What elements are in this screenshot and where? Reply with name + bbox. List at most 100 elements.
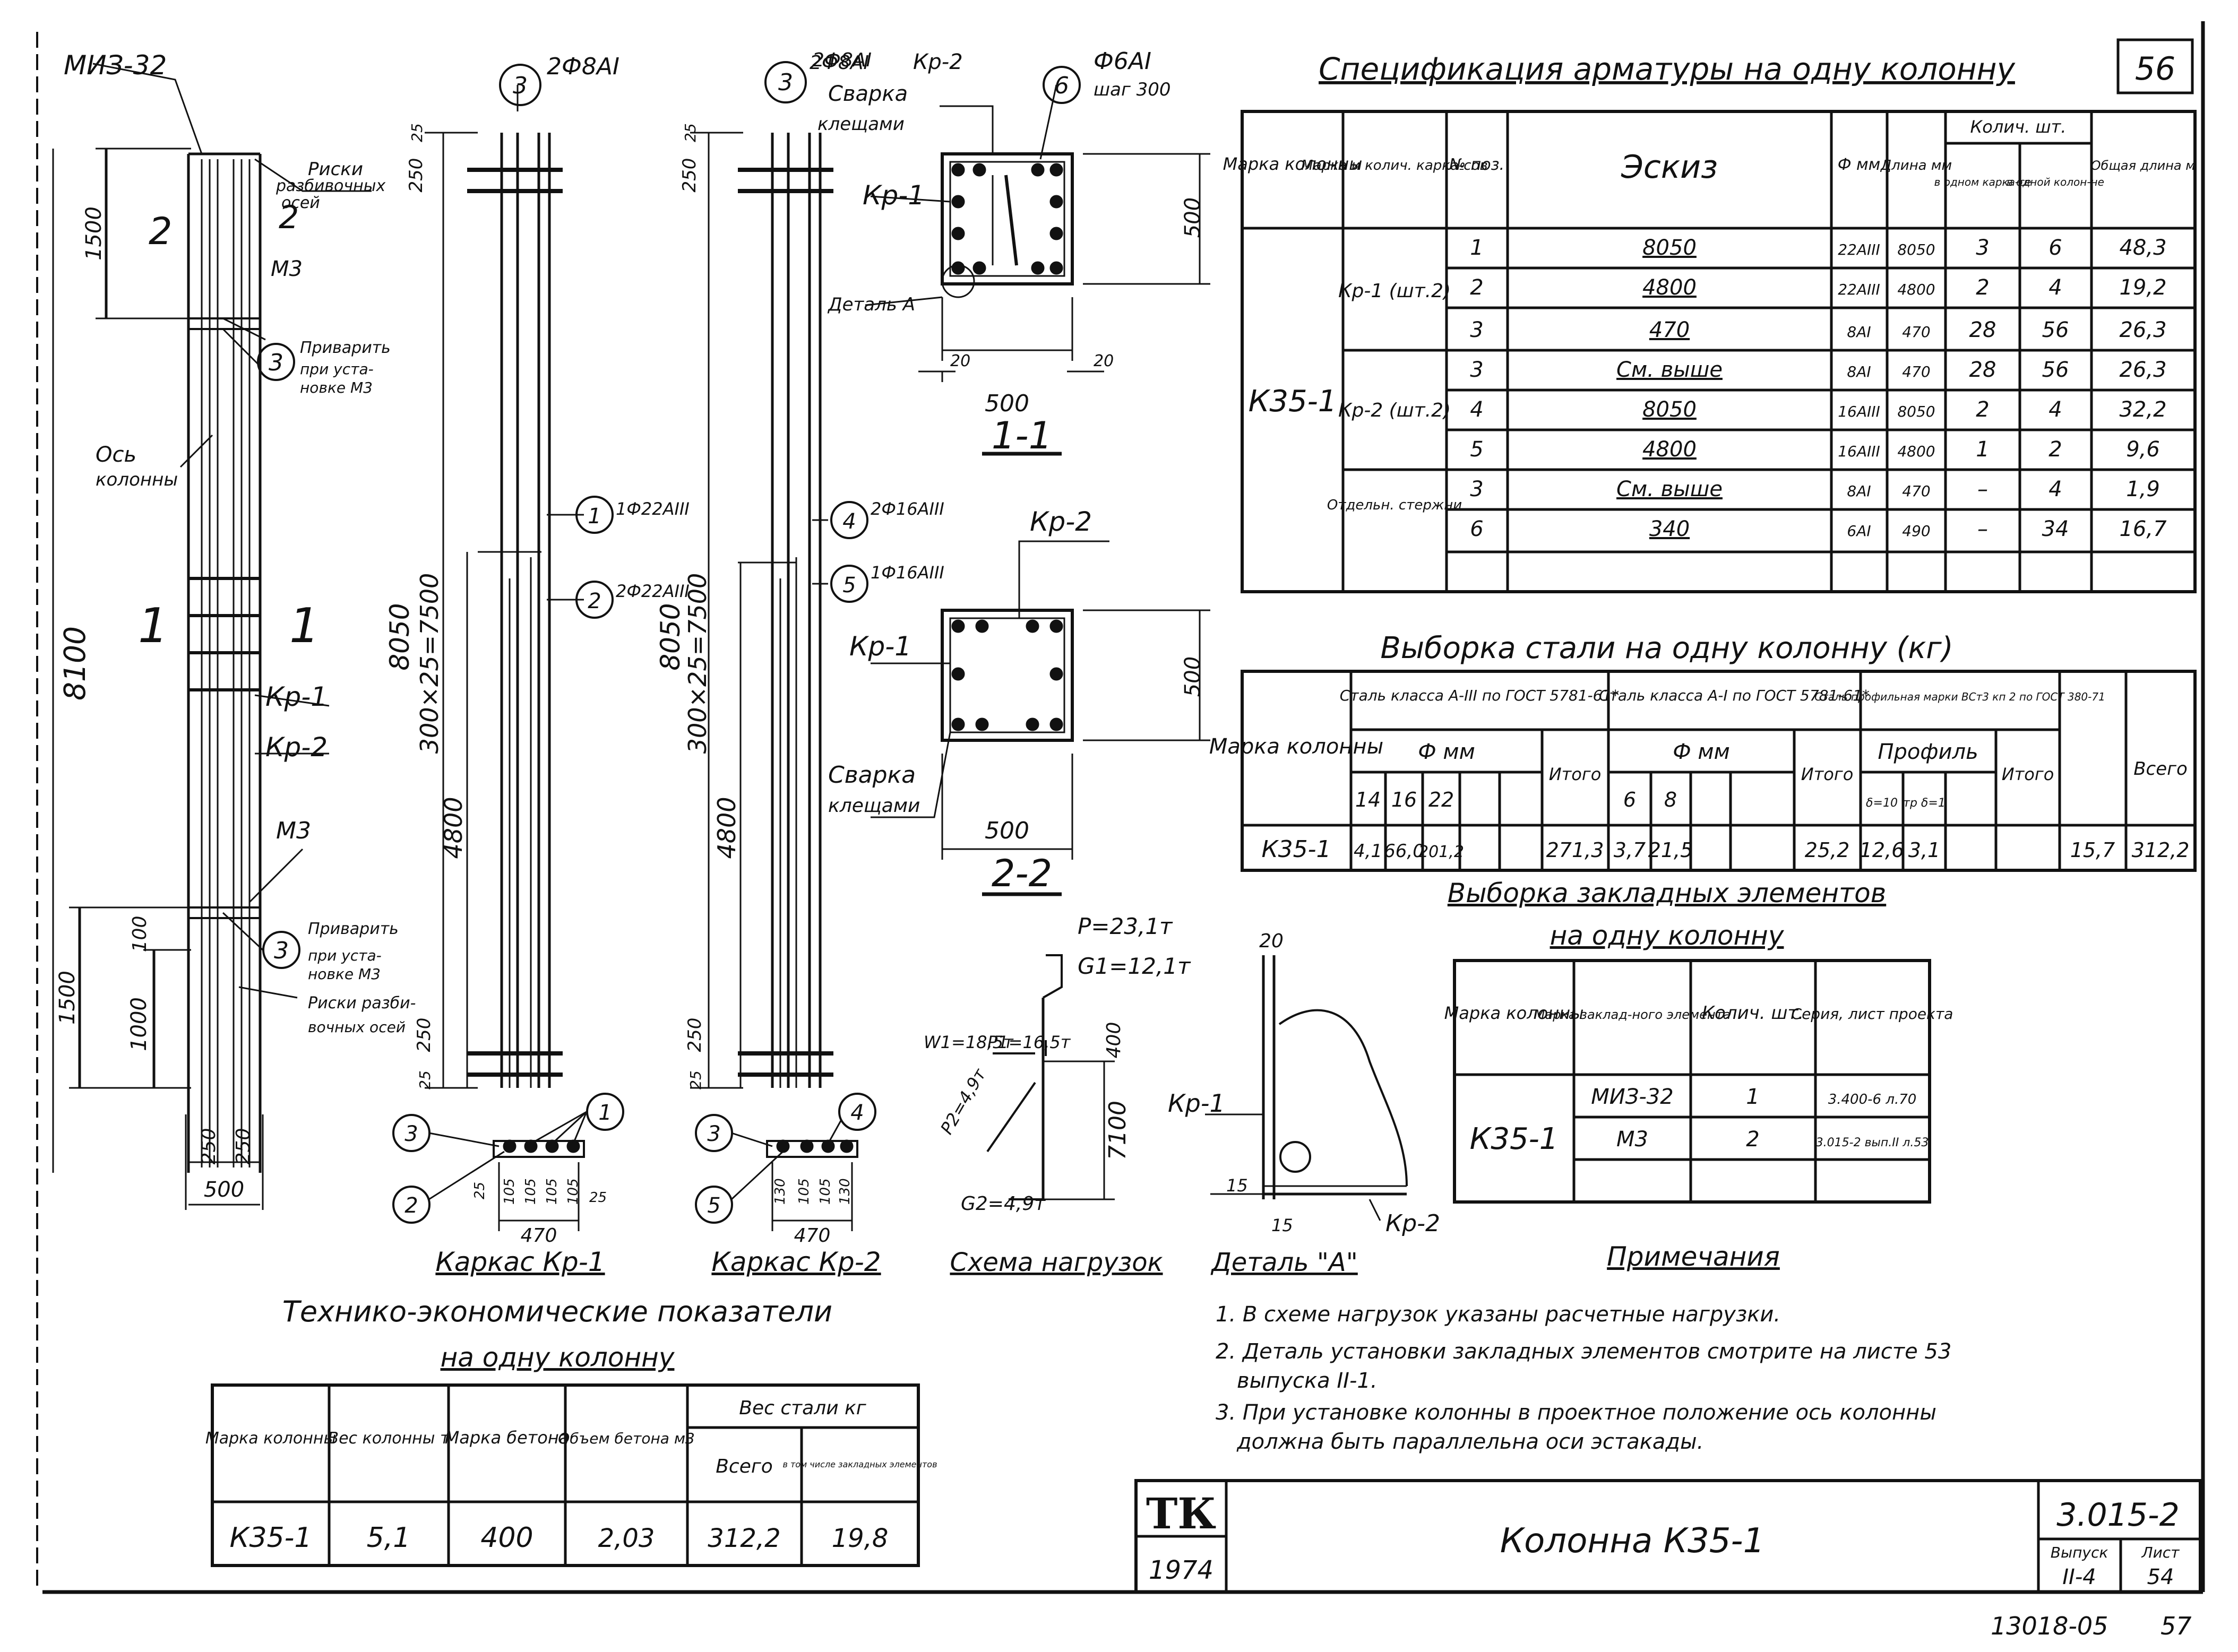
spec-cell-pos: 3 <box>1470 318 1483 342</box>
note-2: 2. Деталь установки закладных элементов … <box>1216 1339 1951 1364</box>
tep-h-volume: Объем бетона м3 <box>558 1430 695 1447</box>
weld-bottom-3: новке М3 <box>308 965 381 983</box>
section-1-1 <box>865 66 1210 456</box>
tep-row-concrete: 400 <box>480 1522 533 1554</box>
spec-cell-qc: 2 <box>1976 397 1989 422</box>
notes-title: Примечания <box>1607 1241 1780 1272</box>
load-dim-400: 400 <box>1103 1022 1125 1059</box>
steel-table-grid <box>1241 670 2197 872</box>
weld-top-1: Приварить <box>300 339 391 357</box>
kr2-top-rebar: 2Ф8АI <box>812 49 872 71</box>
steel-h-prof: Сталь профильная марки ВСт3 кп 2 по ГОСТ… <box>1814 690 2105 703</box>
kr1-bot-c3: 3 <box>404 1122 418 1146</box>
steel-a3-d1: 16 <box>1391 788 1417 811</box>
kr2-rebar-4: 2Ф16АIII <box>871 499 944 519</box>
spec-h-mark: Марка колонны <box>1223 154 1363 174</box>
kr1-title: Каркас Кр-1 <box>435 1247 605 1277</box>
steel-a3-d2: 22 <box>1428 788 1454 811</box>
weld-bottom-1: Приварить <box>308 920 399 938</box>
cage-kr2 <box>690 61 876 1231</box>
kr1-bd-4: 105 <box>565 1178 581 1205</box>
spec-h-qty-col: в одной колон-не <box>2007 176 2104 188</box>
spec-cell-pos: 3 <box>1470 477 1483 501</box>
embed-r1-series: 3.015-2 вып.II л.53 <box>1816 1136 1929 1149</box>
kr2-callout-5: 5 <box>842 573 856 598</box>
s11-weld-2: клещами <box>817 114 905 135</box>
spec-h-sketch: Эскиз <box>1621 149 1718 186</box>
spec-cell-qn: 34 <box>2042 517 2069 541</box>
s22-weld-1: Сварка <box>828 762 916 789</box>
spec-cell-dia: 22АIII <box>1838 241 1880 258</box>
steel-h-itogo: Итого <box>1549 764 1602 784</box>
steel-row-prof-0: 12,6 <box>1860 838 1905 862</box>
kr2-bot-c4: 4 <box>850 1101 864 1125</box>
spec-cell-dia: 8АI <box>1847 482 1871 500</box>
embed-r0-series: 3.400-6 л.70 <box>1828 1092 1917 1108</box>
kr2-left: Кр-2 <box>265 732 328 763</box>
tep-row-mark: К35-1 <box>230 1522 312 1554</box>
detA-15b: 15 <box>1271 1215 1293 1235</box>
spec-cell-pos: 2 <box>1470 275 1483 300</box>
dim-100: 100 <box>129 916 151 953</box>
axis-label-2: колонны <box>96 469 178 490</box>
section-mark-2b: 2 <box>279 199 299 236</box>
kr2-bd-0: 130 <box>772 1178 788 1205</box>
spec-cell-qn: 4 <box>2048 397 2062 422</box>
s11-kr1: Кр-1 <box>863 180 925 211</box>
kr1-left: Кр-1 <box>265 681 328 712</box>
risk-bottom-1: Риски разби- <box>308 994 416 1013</box>
spec-cell-sketch: 470 <box>1649 318 1690 342</box>
kr1-bd-3: 105 <box>544 1178 560 1205</box>
tb-sheet-label: Лист <box>2141 1544 2180 1561</box>
steel-h-a3: Сталь класса А-III по ГОСТ 5781-61* <box>1340 687 1620 704</box>
embed-r1-qty: 2 <box>1746 1127 1759 1152</box>
dim-500-left: 500 <box>204 1178 244 1202</box>
embed-h-qty: Колич. шт. <box>1702 1002 1804 1024</box>
steel-prof-d1: тр δ=1 <box>1903 797 1946 810</box>
steel-h-itogo3: Итого <box>2002 764 2054 784</box>
kr1-bd-1: 105 <box>502 1178 518 1205</box>
spec-cell-dia: 16АIII <box>1838 403 1880 420</box>
kr2-bot-c5: 5 <box>707 1193 720 1218</box>
tep-title-2: на одну колонну <box>441 1342 675 1373</box>
weld-top-3: новке М3 <box>300 379 373 396</box>
spec-cell-pos: 6 <box>1470 517 1483 541</box>
s11-title: 1-1 <box>992 414 1052 457</box>
spec-cell-total: 26,3 <box>2119 358 2166 382</box>
embed-h-mark: Марка колонны <box>1444 1003 1584 1023</box>
tep-title-1: Технико-экономические показатели <box>282 1295 832 1328</box>
load-p2: P2=4,9т <box>936 1065 991 1138</box>
tep-h-incl: в том числе закладных элементов <box>782 1459 937 1469</box>
spec-h-pos: № поз. <box>1448 155 1504 174</box>
kr2-dim-250-bot: 250 <box>684 1018 705 1052</box>
spec-cell-qc: – <box>1977 517 1988 541</box>
section-mark-2: 2 <box>149 210 173 253</box>
callout-3-top: 3 <box>269 349 283 376</box>
kr1-dim-470: 470 <box>521 1225 557 1247</box>
spec-cell-dia: 8АI <box>1847 363 1871 380</box>
spec-cell-sketch: 8050 <box>1642 236 1697 260</box>
steel-a3-d0: 14 <box>1355 788 1381 811</box>
steel-row-a3-2: 201,2 <box>1418 843 1464 861</box>
embed-h-series: Серия, лист проекта <box>1792 1005 1953 1023</box>
kr1-rebar-1: 1Ф22АIII <box>616 499 690 519</box>
detA-kr1: Кр-1 <box>1168 1089 1225 1118</box>
spec-cell-qn: 4 <box>2048 477 2062 501</box>
section-2-2 <box>871 540 1210 896</box>
risk-bottom-2: вочных осей <box>308 1018 406 1036</box>
spec-cell-qc: 3 <box>1976 236 1989 260</box>
embed-table-grid <box>1453 959 1931 1204</box>
steel-title: Выборка стали на одну колонну (кг) <box>1380 631 1953 665</box>
kr1-callout-1: 1 <box>588 504 601 529</box>
spec-cell-pos: 3 <box>1470 358 1483 382</box>
note-3b: должна быть параллельна оси эстакады. <box>1236 1430 1703 1454</box>
tep-h-weight: Вес колонны т <box>328 1429 451 1448</box>
kr2-dim-8050: 8050 <box>655 603 686 670</box>
spec-group-3: Отдельн. стержни <box>1327 497 1462 513</box>
spec-cell-sketch: 4800 <box>1642 275 1697 300</box>
s11-dim-500-w: 500 <box>985 390 1029 417</box>
section-mark-1b: 1 <box>289 598 320 654</box>
spec-cell-sketch: 340 <box>1649 517 1690 541</box>
spec-h-qty: Колич. шт. <box>1970 117 2067 137</box>
note-1: 1. В схеме нагрузок указаны расчетные на… <box>1216 1302 1780 1327</box>
